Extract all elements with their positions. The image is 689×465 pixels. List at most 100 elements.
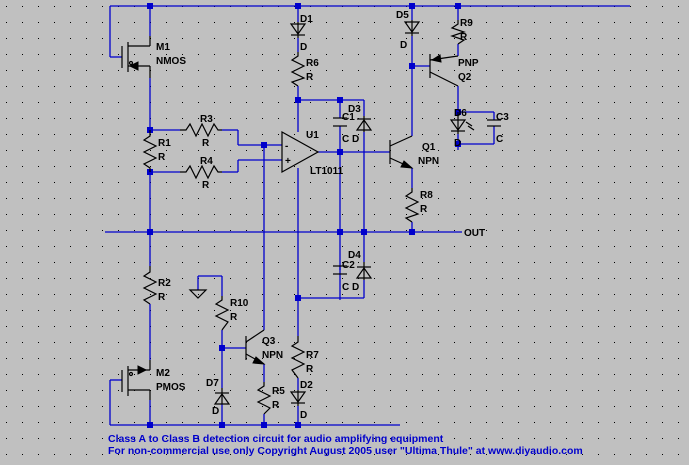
r5-symbol	[256, 382, 272, 415]
wires	[105, 5, 630, 426]
junction	[295, 295, 301, 301]
junction	[219, 422, 225, 428]
r9-symbol	[450, 20, 466, 45]
r5-name-label: R5	[272, 386, 285, 397]
c2-symbol	[333, 265, 347, 275]
d6-value-label: D	[454, 138, 461, 149]
r2-symbol	[142, 266, 158, 305]
labels: M1 NMOS M2 PMOS R1 R R2 R R3 R R4 R R5 R…	[156, 10, 509, 421]
d5-value-label: D	[400, 40, 407, 51]
r6-name-label: R6	[306, 58, 319, 69]
d3-name-label: D3	[348, 104, 361, 115]
d4-symbol	[355, 262, 373, 280]
d7-value-label: D	[212, 406, 219, 417]
junction	[409, 3, 415, 9]
r3-name-label: R3	[200, 114, 213, 125]
c1-symbol	[333, 117, 347, 127]
r3-symbol	[180, 122, 222, 138]
u1-opamp-symbol	[281, 130, 320, 174]
q2-pnp-symbol	[429, 54, 459, 87]
r8-value-label: R	[420, 204, 428, 215]
junction	[455, 141, 461, 147]
junction	[147, 422, 153, 428]
d2-value-label: D	[300, 410, 307, 421]
r10-value-label: R	[230, 312, 238, 323]
junction	[409, 63, 415, 69]
u1-value-label: LT1011	[310, 166, 344, 177]
q2-name-label: Q2	[458, 72, 472, 83]
r4-value-label: R	[202, 180, 210, 191]
footer-line-1: Class A to Class B detection circuit for…	[108, 433, 444, 445]
m2-value-label: PMOS	[156, 382, 186, 393]
c2-name-label: C2	[342, 260, 355, 271]
r1-value-label: R	[158, 152, 166, 163]
m1-name-label: M1	[156, 42, 170, 53]
r4-symbol	[180, 164, 222, 180]
q3-name-label: Q3	[262, 336, 276, 347]
junction	[337, 229, 343, 235]
q3-npn-symbol	[245, 329, 266, 365]
r5-value-label: R	[272, 400, 280, 411]
q3-value-label: NPN	[262, 350, 283, 361]
r1-name-label: R1	[158, 138, 171, 149]
d2-symbol	[289, 390, 307, 406]
d1-name-label: D1	[300, 14, 313, 25]
d6-led-symbol	[449, 112, 475, 134]
c1-name-label: C1	[342, 112, 355, 123]
junction	[295, 3, 301, 9]
m1-nmos-symbol	[121, 36, 151, 78]
d6-name-label: D6	[454, 108, 467, 119]
r8-name-label: R8	[420, 190, 433, 201]
d1-value-label: D	[300, 42, 307, 53]
m1-value-label: NMOS	[156, 56, 186, 67]
junction	[337, 149, 343, 155]
opamp-minus-label: -	[285, 141, 288, 152]
r6-value-label: R	[306, 72, 314, 83]
d2-name-label: D2	[300, 380, 313, 391]
r1-symbol	[142, 130, 158, 172]
c1-value-label: C	[342, 134, 349, 145]
q1-name-label: Q1	[422, 142, 436, 153]
junction	[147, 3, 153, 9]
r3-value-label: R	[202, 138, 210, 149]
m2-pmos-symbol	[121, 360, 151, 400]
ground-symbol	[188, 289, 208, 299]
c3-name-label: C3	[496, 112, 509, 123]
r2-value-label: R	[158, 292, 166, 303]
r8-symbol	[404, 188, 420, 223]
junction	[361, 229, 367, 235]
r7-value-label: R	[306, 364, 314, 375]
opamp-plus-label: +	[285, 156, 291, 167]
q2-value-label: PNP	[458, 58, 479, 69]
q1-value-label: NPN	[418, 156, 439, 167]
r4-name-label: R4	[200, 156, 213, 167]
c3-symbol	[487, 119, 501, 127]
d1-symbol	[289, 22, 307, 38]
d4-value-label: D	[352, 282, 359, 293]
c2-value-label: C	[342, 282, 349, 293]
out-net-label: OUT	[464, 228, 485, 239]
r7-symbol	[290, 336, 306, 379]
r7-name-label: R7	[306, 350, 319, 361]
m2-name-label: M2	[156, 368, 170, 379]
r6-symbol	[290, 52, 306, 87]
r2-name-label: R2	[158, 278, 171, 289]
junction	[409, 229, 415, 235]
r9-name-label: R9	[460, 18, 473, 29]
d5-name-label: D5	[396, 10, 409, 21]
junction	[261, 422, 267, 428]
d7-name-label: D7	[206, 378, 219, 389]
d3-symbol	[355, 116, 373, 132]
d3-value-label: D	[352, 134, 359, 145]
junction	[295, 97, 301, 103]
d7-symbol	[213, 388, 231, 405]
junction	[455, 3, 461, 9]
junction	[337, 97, 343, 103]
d5-symbol	[403, 20, 421, 36]
c3-value-label: C	[496, 134, 503, 145]
footer-line-2: For non-commercial use only Copyright Au…	[108, 445, 583, 457]
junction	[261, 142, 267, 148]
